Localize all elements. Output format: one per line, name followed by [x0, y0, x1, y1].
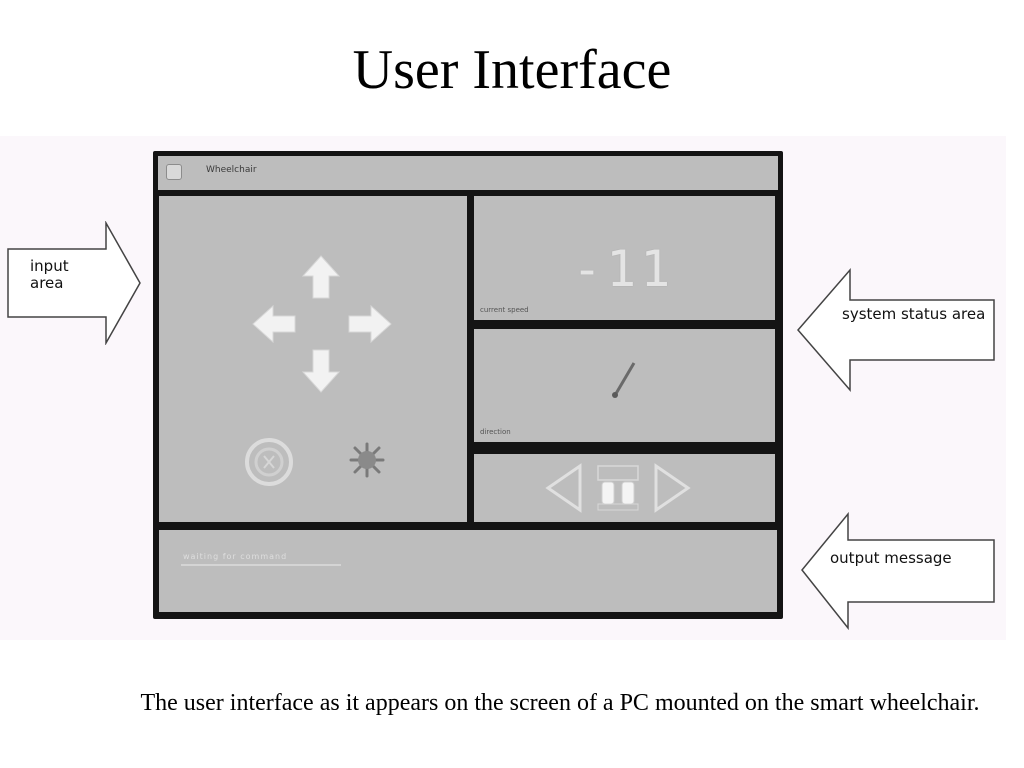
arrow-left-icon[interactable] [251, 302, 297, 346]
arrow-right-icon[interactable] [347, 302, 393, 346]
callout-arrow-left-icon [797, 267, 995, 393]
title-bar: Wheelchair [158, 156, 778, 190]
nav-left-icon[interactable] [545, 463, 582, 513]
callout-arrow-right-icon [7, 220, 141, 346]
direction-caption: direction [480, 428, 511, 436]
app-icon [166, 164, 182, 180]
callout-system-status: system status area [796, 267, 996, 393]
compass-needle-icon [612, 362, 636, 398]
arrow-down-icon[interactable] [299, 348, 343, 394]
speed-readout: -11 [572, 240, 675, 298]
callout-status-label: system status area [842, 305, 986, 323]
figure-caption: The user interface as it appears on the … [140, 690, 980, 716]
navigation-graphic [545, 463, 691, 513]
arrow-up-icon[interactable] [299, 254, 343, 300]
stop-icon[interactable] [243, 436, 295, 488]
output-message-area: waiting for command [159, 530, 777, 612]
callout-arrow-left-icon [801, 511, 995, 631]
callout-output-label: output message [830, 549, 952, 567]
navigation-display [474, 454, 775, 522]
nav-right-icon[interactable] [654, 463, 691, 513]
direction-display: direction [474, 329, 775, 442]
message-underline [181, 564, 341, 566]
callout-output-message: output message [800, 511, 1000, 631]
speed-caption: current speed [480, 306, 529, 314]
callout-input-label: input area [30, 257, 69, 292]
input-area [159, 196, 467, 522]
window-title: Wheelchair [206, 165, 257, 175]
slide-title: User Interface [352, 39, 672, 101]
speed-display: -11 current speed [474, 196, 775, 320]
ui-window: Wheelchair -11 [153, 151, 783, 619]
callout-input-area: input area [6, 220, 142, 346]
wheelchair-icon [597, 465, 639, 511]
mode-icon[interactable] [347, 440, 387, 480]
output-message: waiting for command [183, 552, 288, 561]
